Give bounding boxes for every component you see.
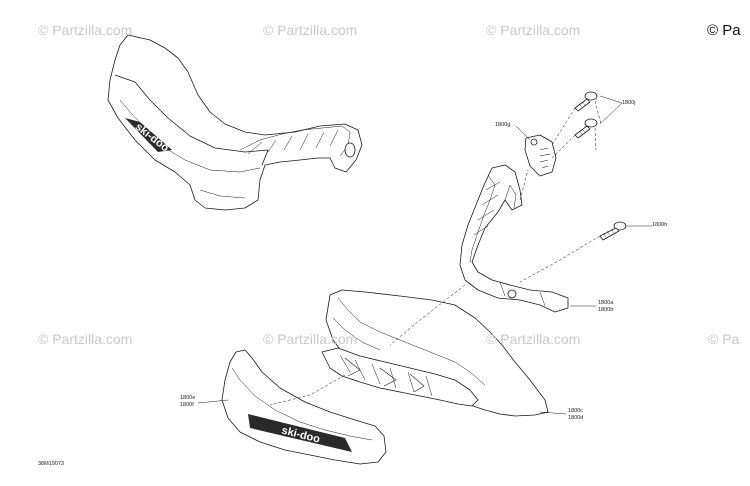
callout-1800f: 1800f — [180, 402, 194, 408]
screw-1800h — [599, 221, 627, 241]
deflector-lower: ski-doo — [221, 349, 387, 465]
callout-1800d: 1800d — [568, 415, 584, 421]
watermark: © Partzilla.com — [486, 331, 581, 347]
leader-lines — [197, 95, 652, 415]
watermark: © Partzilla.com — [263, 331, 358, 347]
copyright-partial: © Pa — [707, 22, 741, 39]
watermark: © Pa — [708, 331, 740, 347]
callout-1800c: 1800c — [568, 408, 583, 414]
screw-1800j-bottom — [574, 118, 598, 139]
callout-1800g: 1800g — [495, 122, 511, 128]
clamp-plate — [524, 134, 557, 177]
mount-bracket — [459, 164, 569, 313]
callout-1800j: 1800j — [622, 100, 636, 106]
callout-1800a: 1800a — [598, 300, 614, 306]
handguard-inner-frame — [321, 347, 479, 407]
handguard-upper-left: ski-doo — [107, 34, 363, 211]
watermark: © Partzilla.com — [38, 331, 133, 347]
callout-1800h: 1800h — [652, 222, 668, 228]
screw-1800j-top — [574, 91, 598, 112]
callout-1800e: 1800e — [180, 395, 196, 401]
callout-1800b: 1800b — [598, 307, 614, 313]
watermark: © Partzilla.com — [38, 22, 133, 38]
diagram-id: 38M19073 — [38, 461, 64, 467]
watermark: © Partzilla.com — [263, 22, 358, 38]
watermark: © Partzilla.com — [486, 22, 581, 38]
